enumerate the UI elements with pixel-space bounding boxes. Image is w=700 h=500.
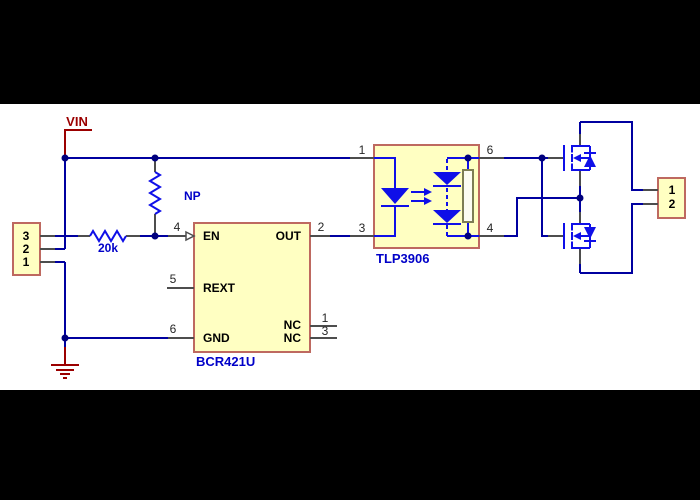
resistor-np-symbol [148,171,162,215]
bcr421u-pin-rext-name: REXT [203,281,236,295]
mosfet-bottom [563,223,596,249]
schematic-drawing [12,121,686,379]
photodiode-triangle-icon [433,210,461,223]
photodiode-triangle-icon [433,172,461,185]
resistor-np-value: NP [184,189,201,203]
en-input-arrow-icon [185,230,196,242]
bcr421u-pin5-number: 5 [169,272,177,286]
schematic-canvas: VIN 3 2 1 20k NP 4 5 6 2 1 3 EN REXT GND… [0,104,700,390]
tlp3906-ref-label: TLP3906 [376,251,430,266]
bcr421u-pin-out-name: OUT [275,229,301,243]
bcr421u-pin-gnd-name: GND [203,331,230,345]
bcr421u-pin-en-name: EN [203,229,220,243]
body-diode-icon [584,155,596,167]
left-connector-box [12,222,41,276]
right-connector-pin2-label: 2 [668,197,676,211]
light-arrow-icon [424,188,432,196]
optocoupler-internals [374,157,479,237]
resistor-20k-symbol [89,229,127,243]
component-boxes [12,144,686,353]
left-connector-pin3-label: 3 [22,229,30,243]
right-connector-box [657,177,686,219]
bcr421u-pin6-number: 6 [169,322,177,336]
body-diode-icon [584,227,596,239]
bcr421u-pin1-number: 1 [321,311,329,325]
output-wiring [447,157,479,237]
junction-dots [61,154,584,342]
bcr421u-pin4-number: 4 [173,220,181,234]
bcr421u-pin-nc1-name: NC [283,318,301,332]
vin-supply-symbol [64,129,92,155]
bcr421u-ref-label: BCR421U [196,354,256,369]
left-connector-pin1-label: 1 [22,255,30,269]
led-triangle-icon [381,188,409,204]
right-connector-pin1-label: 1 [668,183,676,197]
tlp3906-pin6-number: 6 [486,143,494,157]
led-wiring [374,157,396,237]
bcr421u-pin2-number: 2 [317,220,325,234]
bcr421u-box [193,222,311,353]
vin-net-label: VIN [66,114,88,129]
light-arrow-icon [424,197,432,205]
internal-resistor [462,169,474,223]
bcr421u-pin3-number: 3 [321,324,329,338]
light-arrow-shafts [411,191,424,202]
tlp3906-pin1-number: 1 [358,143,366,157]
tlp3906-pin3-number: 3 [358,221,366,235]
ground-symbol [51,347,79,379]
tlp3906-pin4-number: 4 [486,221,494,235]
left-connector-pin2-label: 2 [22,242,30,256]
mosfet-top [563,145,596,171]
net-wires [55,121,643,347]
bcr421u-pin-nc2-name: NC [283,331,301,345]
resistor-20k-value: 20k [97,241,119,255]
